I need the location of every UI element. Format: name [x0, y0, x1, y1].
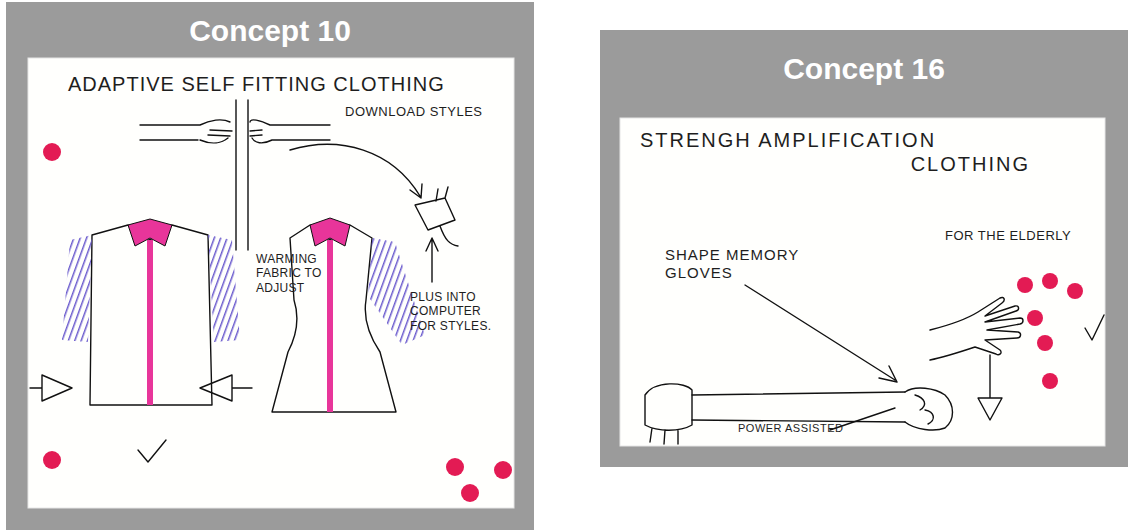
panel-heading: Concept 10 [6, 14, 534, 48]
vote-dot [1017, 277, 1033, 293]
vote-dot [1042, 373, 1058, 389]
sketch-paper [620, 118, 1105, 446]
vote-dot [43, 451, 61, 469]
sketch-annotation: WARMING FABRIC TO ADJUST [256, 252, 338, 295]
check-mark [1085, 315, 1104, 340]
hand-sketch [250, 120, 330, 143]
vote-dot [1067, 283, 1083, 299]
squeeze-arrow [200, 375, 252, 401]
sketch-annotation: STRENGH AMPLIFICATION CLOTHING [640, 128, 1030, 176]
sketch-annotation: ADAPTIVE SELF FITTING CLOTHING [68, 72, 518, 96]
sketch-annotation: FOR THE ELDERLY [945, 228, 1095, 244]
panel-heading: Concept 16 [600, 52, 1128, 86]
sketch-annotation: DOWNLOAD STYLES [345, 104, 495, 120]
vote-dot [461, 484, 479, 502]
glove-sketch [930, 297, 1023, 360]
leader-arrow [426, 238, 438, 282]
vote-dot [446, 458, 464, 476]
leader-arrow [745, 285, 897, 382]
shoulder-sketch [645, 384, 692, 444]
leader-arrow [978, 355, 1002, 420]
squeeze-arrow [30, 375, 72, 401]
vote-dot [494, 461, 512, 479]
arm-sketch [692, 392, 905, 422]
fist-sketch [905, 388, 953, 430]
check-mark [138, 440, 166, 462]
sketch-paper [28, 58, 514, 508]
hand-sketch [140, 120, 232, 143]
vote-dot [1037, 335, 1053, 351]
shirt-outline [90, 225, 212, 405]
sketch-annotation: SHAPE MEMORY GLOVES [665, 246, 800, 282]
sketch-annotation: PLUS INTO COMPUTER FOR STYLES. [410, 290, 498, 333]
shirt-sleeve [208, 235, 240, 342]
shirt-placket [147, 240, 153, 405]
plug-sketch [415, 187, 458, 246]
vote-dot [1027, 310, 1043, 326]
shirt-sleeve [62, 235, 92, 342]
shirt-placket [327, 240, 333, 412]
download-arrow [290, 144, 422, 198]
vote-dot [43, 143, 61, 161]
sketch-annotation: POWER ASSISTED [738, 422, 858, 435]
vote-dot [1042, 273, 1058, 289]
fabric-line [236, 100, 248, 250]
